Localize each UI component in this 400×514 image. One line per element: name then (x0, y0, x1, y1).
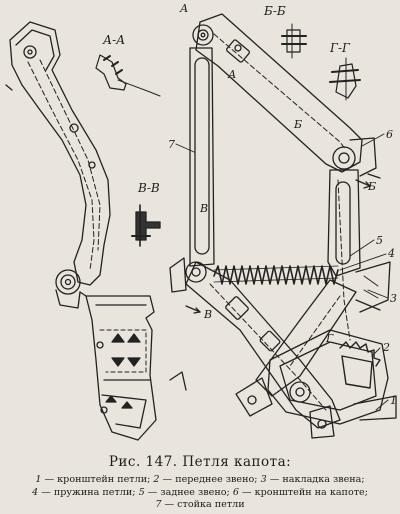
legend-num-7: 7 (155, 499, 162, 510)
cut-mark-a-lower: А (227, 68, 236, 81)
legend-text-3: — накладка звена; (266, 474, 365, 485)
legend-num-3: 3 (260, 474, 267, 485)
figure-legend: 1 — кронштейн петли; 2 — переднее звено;… (0, 474, 400, 512)
section-vv-label: В-В (137, 181, 160, 195)
legend-text-4: — пружина петли; (38, 486, 139, 498)
callout-5: 5 (376, 234, 383, 247)
cut-mark-b-upper: Б (293, 118, 302, 131)
legend-num-1: 1 (35, 474, 42, 485)
section-aa-label: А-А (102, 33, 125, 47)
hood-hinge-drawing: А-А Б-Б Г-Г В-В А А Б Б В В Г 6 7 5 4 3 … (5, 2, 397, 441)
section-bb-label: Б-Б (263, 4, 286, 18)
section-vv-detail (131, 204, 161, 247)
gear-sector (339, 341, 381, 389)
section-gg-detail (329, 57, 361, 101)
legend-text-5: — заднее звено; (144, 486, 233, 498)
main-view-linkage (169, 13, 397, 439)
cut-mark-v-upper: В (199, 202, 208, 215)
legend-num-6: 6 (232, 486, 239, 498)
legend-text-7: — стойка петли (161, 499, 245, 510)
callout-4: 4 (387, 247, 395, 260)
callout-7: 7 (168, 138, 175, 151)
callout-6: 6 (386, 128, 393, 141)
side-view-hinge (5, 21, 157, 441)
section-bb-detail (281, 23, 307, 59)
callout-1: 1 (390, 394, 397, 407)
cut-mark-a-top: А (179, 2, 188, 15)
cut-mark-b-right: Б (367, 180, 376, 193)
cut-mark-g: Г (325, 332, 334, 345)
legend-row-2: 4 — пружина петли; 5 — заднее звено; 6 —… (0, 487, 400, 500)
legend-row-3: 7 — стойка петли (0, 499, 400, 512)
legend-num-2: 2 (153, 474, 160, 485)
callout-2: 2 (382, 341, 390, 354)
legend-num-4: 4 (32, 486, 39, 498)
legend-text-2: — переднее звено; (159, 474, 261, 485)
callout-3: 3 (390, 292, 397, 305)
legend-text-1: — кронштейн петли; (41, 474, 154, 485)
legend-num-5: 5 (138, 486, 145, 498)
legend-row-1: 1 — кронштейн петли; 2 — переднее звено;… (0, 474, 400, 487)
cut-mark-v-lower: В (203, 308, 212, 321)
hinge-spring (213, 265, 339, 285)
section-aa-detail (95, 54, 161, 97)
legend-text-6: — кронштейн на капоте; (238, 486, 368, 498)
section-gg-label: Г-Г (329, 41, 351, 55)
figure-caption: Рис. 147. Петля капота: (108, 454, 292, 470)
